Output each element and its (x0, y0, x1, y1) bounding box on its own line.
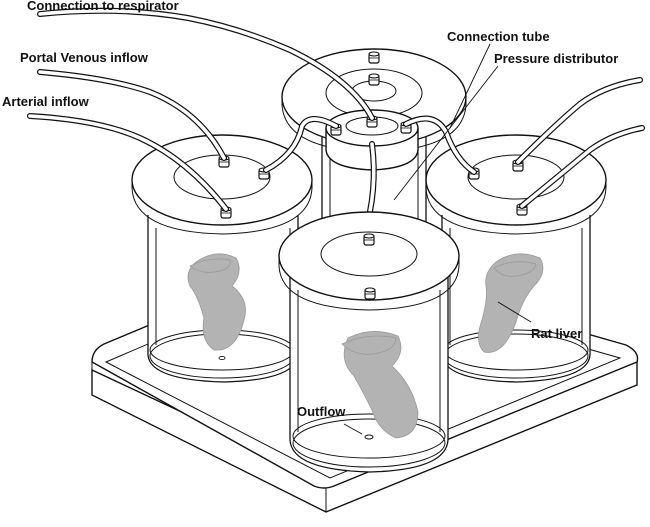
label-pointers (343, 43, 532, 435)
jar-front (278, 211, 460, 473)
label-outflow: Outflow (297, 404, 346, 419)
label-connection-to-respirator: Connection to respirator (27, 0, 179, 13)
label-arterial-inflow: Arterial inflow (2, 94, 89, 109)
label-connection-tube: Connection tube (447, 29, 550, 44)
label-rat-liver: Rat liver (531, 326, 583, 341)
label-pressure-distributor: Pressure distributor (494, 51, 619, 66)
label-portal-venous-inflow: Portal Venous inflow (20, 50, 148, 65)
